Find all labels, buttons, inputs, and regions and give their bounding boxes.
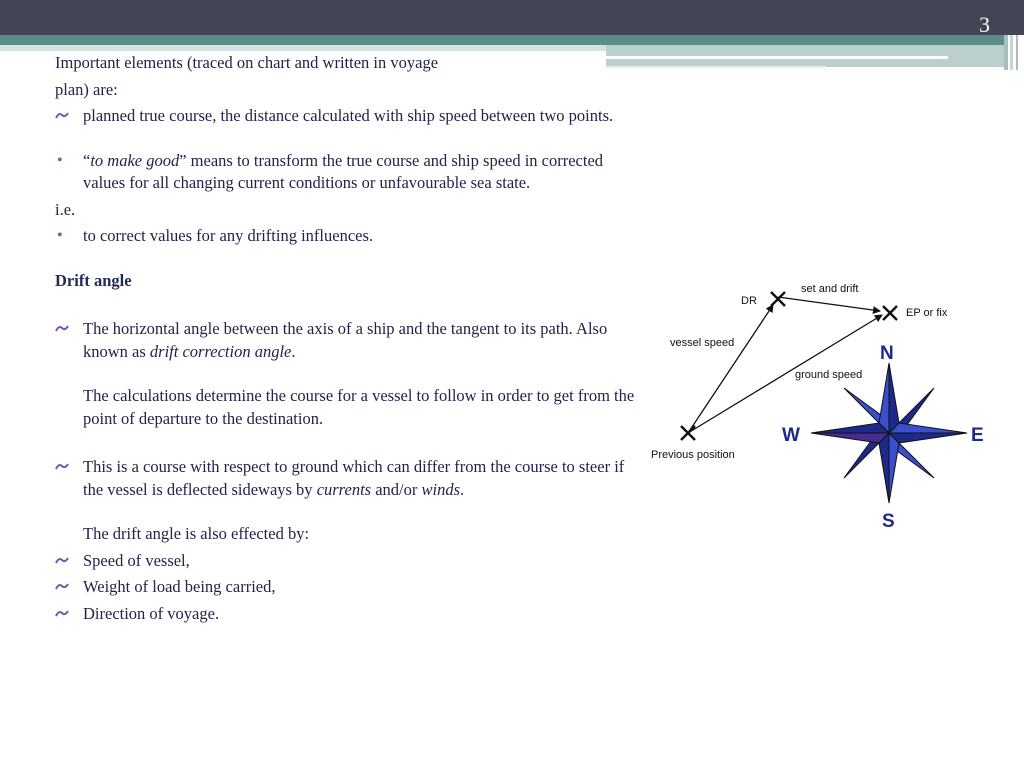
decor-bar: [1016, 35, 1018, 70]
light-strip: [0, 45, 606, 51]
emphasis-text: currents: [316, 479, 372, 499]
list-item-text: and/or: [371, 479, 422, 499]
paragraph: The drift angle is also effected by:: [83, 524, 310, 543]
list-item-text: to correct values for any drifting influ…: [83, 226, 374, 245]
ie-text: i.e.: [55, 199, 76, 219]
decor-bar: [1004, 35, 1008, 70]
compass-west-label: W: [782, 425, 800, 446]
list-item: This is a course with respect to ground …: [55, 456, 640, 501]
list-item: Direction of voyage.: [55, 603, 640, 626]
list-item-text: The horizontal angle between the axis of…: [83, 319, 608, 361]
vessel-speed-label: vessel speed: [670, 337, 734, 349]
list-item: • “to make good” means to transform the …: [55, 150, 640, 195]
list-item-text: ” means to transform the true course and…: [83, 150, 604, 193]
wave-bullet-icon: [55, 583, 69, 590]
intro-line: Important elements (traced on chart and …: [55, 53, 439, 72]
list-item: planned true course, the distance calcul…: [55, 105, 640, 128]
decor-line: [606, 56, 948, 59]
list-item-text: Direction of voyage.: [83, 603, 220, 623]
set-and-drift-label: set and drift: [801, 283, 858, 295]
wave-bullet-icon: [55, 325, 69, 332]
teal-band: [0, 35, 1004, 45]
paragraph: The calculations determine the course fo…: [83, 386, 635, 428]
quote-mark: “: [83, 150, 91, 170]
compass-south-label: S: [882, 511, 895, 532]
slide-number: 3: [979, 12, 990, 37]
intro-line: plan) are:: [55, 79, 118, 99]
ep-or-fix-label: EP or fix: [906, 307, 948, 319]
punctuation: .: [291, 341, 296, 361]
ground-speed-label: ground speed: [795, 369, 862, 381]
slide-body: Important elements (traced on chart and …: [55, 52, 640, 625]
punctuation: .: [460, 479, 465, 499]
list-item-text: planned true course, the distance calcul…: [83, 106, 614, 125]
list-item: • to correct values for any drifting inf…: [55, 225, 640, 248]
compass-rose-icon: [810, 362, 968, 504]
compass-north-label: N: [880, 343, 894, 364]
list-item-text: Weight of load being carried,: [83, 577, 276, 596]
list-item: Speed of vessel,: [55, 550, 640, 573]
drift-diagram: DR set and drift EP or fix vessel speed …: [651, 283, 984, 532]
emphasis-text: winds: [421, 479, 460, 499]
decor-bar: [1010, 35, 1013, 70]
dot-bullet-icon: •: [57, 227, 63, 244]
dot-bullet-icon: •: [57, 151, 63, 169]
emphasis-text: to make good: [90, 150, 180, 170]
wave-bullet-icon: [55, 609, 69, 616]
decor-line: [606, 66, 826, 68]
section-heading: Drift angle: [55, 270, 132, 290]
dr-cross-icon: [770, 291, 786, 307]
set-drift-vector: [777, 296, 881, 315]
emphasis-text: drift correction angle: [149, 341, 292, 361]
list-item: The horizontal angle between the axis of…: [55, 318, 640, 363]
dr-label: DR: [741, 295, 757, 307]
compass-east-label: E: [971, 425, 984, 446]
previous-position-label: Previous position: [651, 449, 735, 461]
ground-speed-vector: [687, 314, 883, 434]
previous-position-cross-icon: [680, 425, 696, 441]
list-item-text: Speed of vessel,: [83, 550, 190, 570]
wave-bullet-icon: [55, 112, 69, 119]
wave-bullet-icon: [55, 556, 69, 563]
title-bar: [0, 0, 1024, 35]
ep-cross-icon: [882, 305, 898, 321]
list-item-text: This is a course with respect to ground …: [83, 457, 625, 499]
wave-bullet-icon: [55, 463, 69, 470]
vessel-speed-vector: [687, 304, 774, 434]
list-item: Weight of load being carried,: [55, 576, 640, 599]
